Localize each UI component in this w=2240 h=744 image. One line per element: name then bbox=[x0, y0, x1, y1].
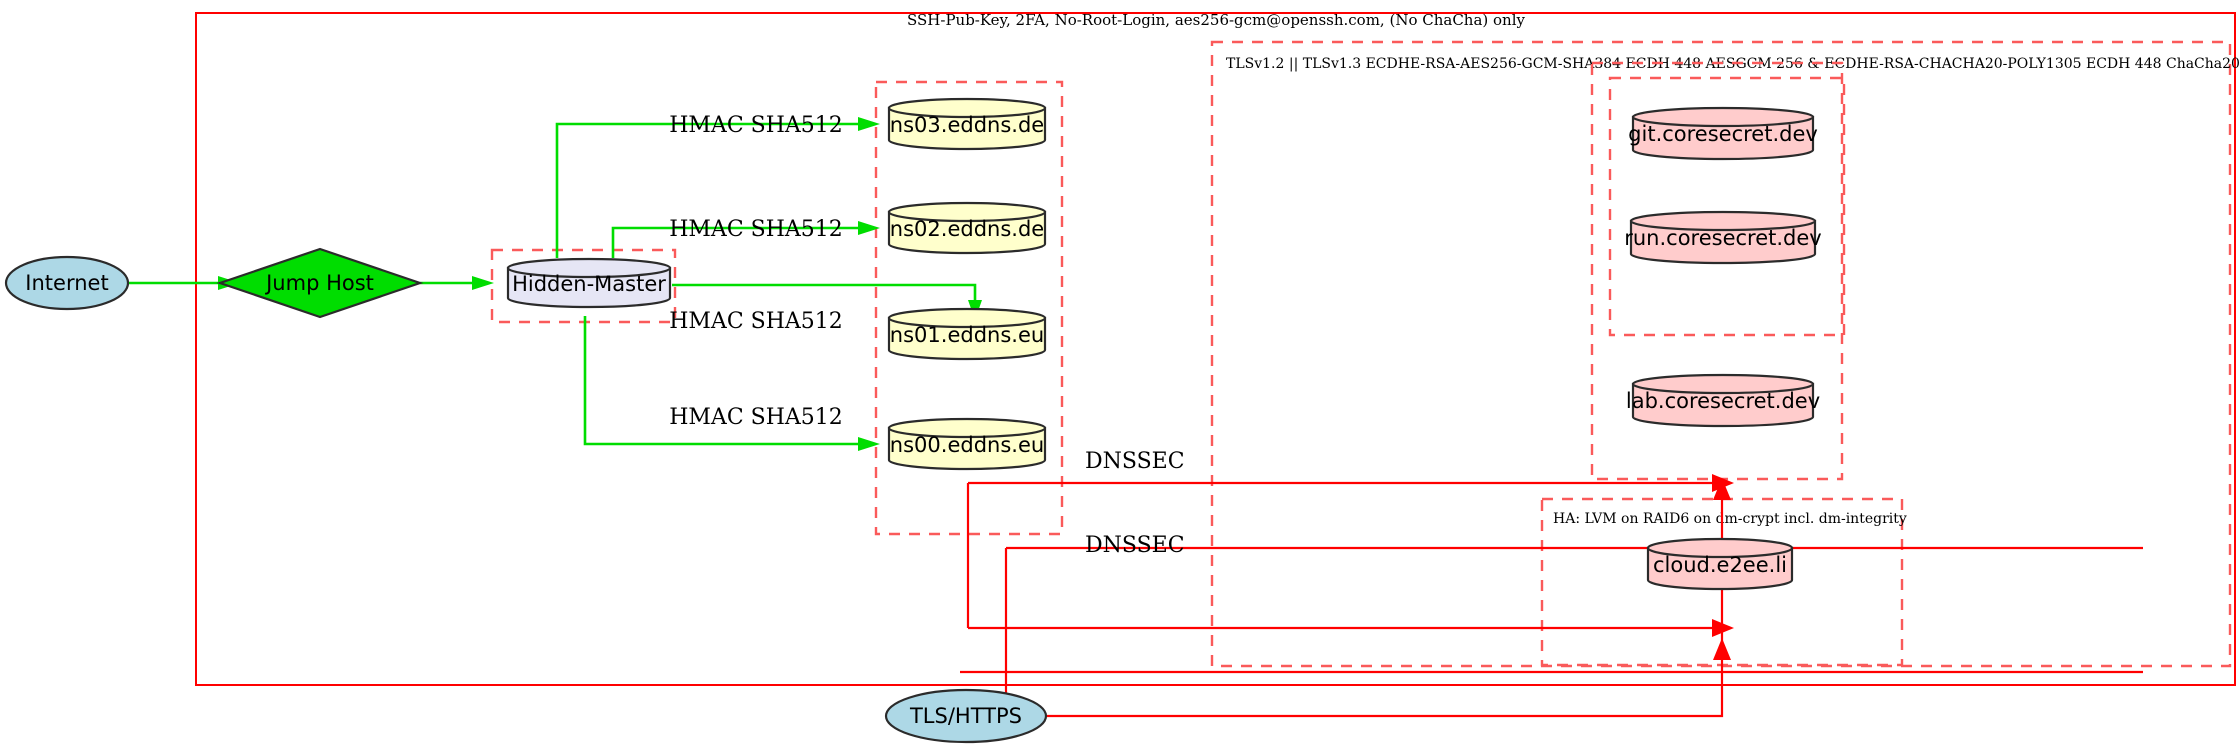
ns02-body bbox=[887, 210, 1047, 255]
lab-top bbox=[1631, 373, 1815, 395]
cluster-coresecret-inner-box bbox=[1608, 76, 1846, 337]
ns00-label: ns00.eddns.eu bbox=[890, 433, 1044, 457]
cloud-label: cloud.e2ee.li bbox=[1653, 553, 1787, 577]
git-label: git.coresecret.dev bbox=[1628, 122, 1818, 146]
node-ns00[interactable]: ns00.eddns.eu bbox=[887, 417, 1047, 471]
arrow-tlshttps-cloud bbox=[1713, 638, 1731, 660]
node-internet[interactable]: Internet bbox=[4, 255, 130, 311]
git-top bbox=[1631, 106, 1815, 128]
internet-ellipse bbox=[4, 255, 130, 311]
node-cloud-e2ee[interactable]: cloud.e2ee.li bbox=[1646, 537, 1794, 591]
arrow-tlshttps-lab bbox=[1713, 478, 1731, 500]
edge-hiddenmaster-ns03 bbox=[555, 122, 858, 258]
arrow-hiddenmaster-ns00 bbox=[858, 437, 880, 451]
arrow-hiddenmaster-ns03 bbox=[858, 117, 880, 131]
git-body bbox=[1631, 115, 1815, 161]
node-run-coresecret[interactable]: run.coresecret.dev bbox=[1624, 210, 1822, 265]
run-top bbox=[1629, 210, 1817, 232]
ns02-top bbox=[887, 201, 1047, 223]
node-jump-host[interactable]: Jump Host bbox=[216, 247, 424, 319]
cluster-hidden-master-box bbox=[490, 248, 677, 324]
edge-label-hmac-ns02: HMAC SHA512 bbox=[669, 217, 843, 242]
node-git-coresecret[interactable]: git.coresecret.dev bbox=[1628, 106, 1818, 161]
edge-label-hmac-ns00: HMAC SHA512 bbox=[669, 405, 843, 430]
jumphost-diamond bbox=[216, 247, 424, 319]
hiddenmaster-label: Hidden-Master bbox=[512, 272, 666, 296]
tlshttps-ellipse bbox=[884, 688, 1048, 744]
ns02-label: ns02.eddns.de bbox=[890, 217, 1044, 241]
ns01-top bbox=[887, 307, 1047, 329]
lab-body bbox=[1631, 382, 1815, 428]
ns01-body bbox=[887, 316, 1047, 361]
cluster-ha-label: HA: LVM on RAID6 on dm-crypt incl. dm-in… bbox=[1553, 511, 1907, 527]
tlshttps-label: TLS/HTTPS bbox=[909, 704, 1022, 728]
ns00-body bbox=[887, 426, 1047, 471]
node-tls-https[interactable]: TLS/HTTPS bbox=[884, 688, 1048, 744]
edge-hiddenmaster-ns02 bbox=[611, 226, 858, 258]
ns03-body bbox=[887, 106, 1047, 151]
run-label: run.coresecret.dev bbox=[1624, 226, 1822, 250]
node-hidden-master[interactable]: Hidden-Master bbox=[506, 257, 672, 309]
node-lab-coresecret[interactable]: lab.coresecret.dev bbox=[1626, 373, 1820, 428]
edge-label-hmac-ns03: HMAC SHA512 bbox=[669, 113, 843, 138]
node-ns01[interactable]: ns01.eddns.eu bbox=[887, 307, 1047, 361]
edge-label-dnssec-upper: DNSSEC bbox=[1085, 449, 1185, 474]
ns03-label: ns03.eddns.de bbox=[890, 113, 1044, 137]
edge-hiddenmaster-ns01 bbox=[672, 283, 977, 300]
edge-label-hmac-ns01: HMAC SHA512 bbox=[669, 309, 843, 334]
edge-hiddenmaster-ns00 bbox=[583, 316, 858, 446]
internet-label: Internet bbox=[25, 271, 108, 295]
arrow-hiddenmaster-ns02 bbox=[858, 221, 880, 235]
jumphost-label: Jump Host bbox=[264, 271, 374, 295]
edge-tlshttps-right bbox=[1046, 640, 1724, 718]
ns03-top bbox=[887, 97, 1047, 119]
cluster-ssh-label: SSH-Pub-Key, 2FA, No-Root-Login, aes256-… bbox=[907, 11, 1526, 29]
hiddenmaster-top bbox=[506, 257, 672, 279]
node-ns03[interactable]: ns03.eddns.de bbox=[887, 97, 1047, 151]
arrow-jumphost-hiddenmaster bbox=[472, 276, 494, 290]
cloud-body bbox=[1646, 546, 1794, 591]
cloud-top bbox=[1646, 537, 1794, 559]
edge-label-dnssec-lower: DNSSEC bbox=[1085, 533, 1185, 558]
ns01-label: ns01.eddns.eu bbox=[890, 323, 1044, 347]
hiddenmaster-body bbox=[506, 266, 672, 309]
run-body bbox=[1629, 219, 1817, 265]
lab-label: lab.coresecret.dev bbox=[1626, 389, 1820, 413]
cluster-ssh-box bbox=[195, 12, 2236, 686]
ns00-top bbox=[887, 417, 1047, 439]
node-ns02[interactable]: ns02.eddns.de bbox=[887, 201, 1047, 255]
